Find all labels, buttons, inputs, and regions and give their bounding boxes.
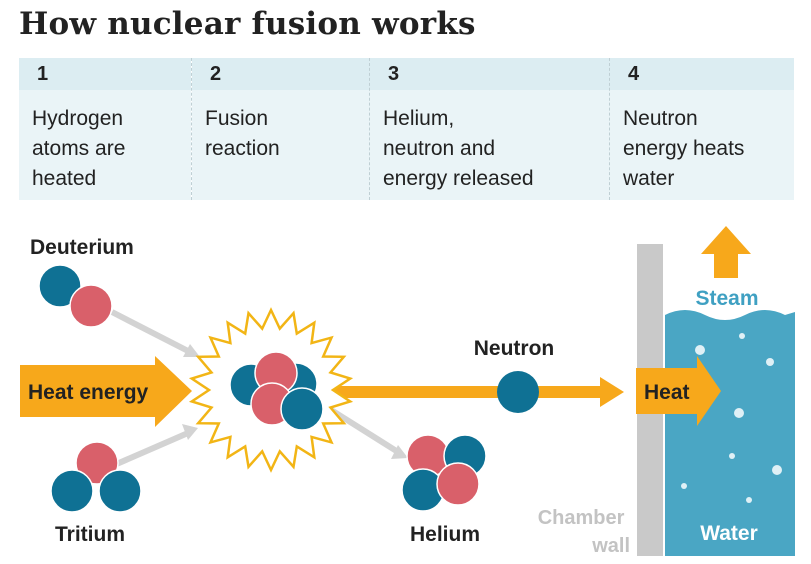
- arrowhead-icon: [183, 344, 200, 357]
- step-line: Neutron: [623, 107, 698, 130]
- deuterium-path: [110, 309, 192, 355]
- step-line: neutron and: [383, 137, 496, 160]
- water-label: Water: [700, 522, 758, 545]
- step-number: 2: [192, 58, 370, 90]
- tritium-label: Tritium: [55, 523, 125, 546]
- step-line: heated: [32, 167, 97, 190]
- arrowhead-icon: [182, 424, 198, 440]
- step-line: Hydrogen: [32, 107, 124, 130]
- step-3: 3 Helium, neutron and energy released: [369, 58, 610, 200]
- step-description: Fusion reaction: [192, 90, 370, 200]
- step-number: 4: [610, 58, 794, 90]
- beam-arrowhead-icon: [600, 377, 624, 407]
- tritium-atom: [50, 441, 142, 513]
- helium-atom: [401, 434, 487, 512]
- helium-label: Helium: [410, 523, 480, 546]
- heat-energy-arrow-icon: [20, 356, 192, 427]
- water-tank: [665, 310, 795, 556]
- neutron-particle: [497, 371, 539, 413]
- helium-path: [326, 405, 400, 455]
- neutron-beam: [322, 386, 602, 398]
- step-description: Helium, neutron and energy released: [370, 90, 610, 200]
- step-1: 1 Hydrogen atoms are heated: [19, 58, 191, 200]
- chamber-wall-label: Chamber wall: [538, 507, 630, 557]
- step-line: energy heats: [623, 137, 745, 160]
- deuterium-atom: [38, 264, 113, 328]
- neutron-label: Neutron: [474, 337, 555, 360]
- steam-arrow-icon: [701, 226, 751, 278]
- step-2: 2 Fusion reaction: [191, 58, 370, 200]
- step-number: 1: [19, 58, 191, 90]
- steam-label: Steam: [695, 287, 758, 310]
- heat-label: Heat: [644, 381, 690, 404]
- step-line: Helium,: [383, 107, 455, 130]
- fusion-nucleus: [229, 351, 324, 431]
- page-title: How nuclear fusion works: [19, 6, 476, 42]
- step-description: Hydrogen atoms are heated: [19, 90, 191, 200]
- step-line: reaction: [205, 137, 280, 160]
- deuterium-label: Deuterium: [30, 236, 134, 259]
- step-line: Fusion: [205, 107, 269, 130]
- step-line: atoms are: [32, 137, 126, 160]
- step-4: 4 Neutron energy heats water: [609, 58, 794, 200]
- step-description: Neutron energy heats water: [610, 90, 794, 200]
- heat-energy-label: Heat energy: [28, 381, 149, 404]
- water-bubbles: [681, 333, 782, 503]
- step-number: 3: [370, 58, 610, 90]
- steps-table: 1 Hydrogen atoms are heated 2 Fusion rea…: [19, 58, 794, 200]
- step-line: energy released: [383, 167, 534, 190]
- step-line: water: [623, 167, 675, 190]
- arrowhead-icon: [391, 445, 408, 459]
- heat-arrow-icon: [636, 356, 721, 426]
- tritium-path: [110, 430, 190, 469]
